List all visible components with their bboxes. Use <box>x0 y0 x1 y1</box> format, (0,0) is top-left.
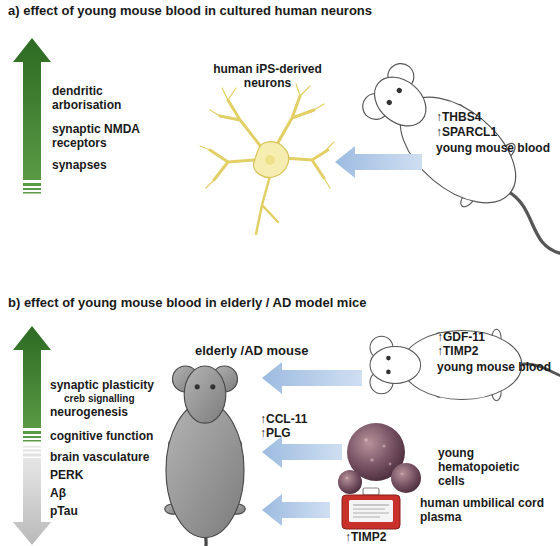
hematopoietic-cells-illustration <box>391 463 421 493</box>
factor-label: ↑TIMP2 <box>437 344 478 358</box>
plasma-bag-illustration <box>353 509 385 510</box>
block-arrow <box>262 494 330 526</box>
illustration-label: human umbilical cord plasma <box>420 496 550 524</box>
decrease-arrow <box>23 454 41 457</box>
neuron-illustration <box>256 176 278 234</box>
plasma-bag-illustration <box>353 517 380 518</box>
effect-label: neurogenesis <box>50 405 128 419</box>
plasma-bag-illustration <box>353 513 389 514</box>
young-mouse-illustration <box>370 329 560 400</box>
increase-arrow <box>23 192 41 194</box>
factor-label: ↑PLG <box>260 426 291 440</box>
neuron-illustration <box>200 84 334 188</box>
neuron-illustration <box>200 84 334 234</box>
illustration-label: young mouse blood <box>437 360 551 374</box>
young-mouse-illustration <box>352 52 560 274</box>
increase-arrow <box>23 436 41 438</box>
block-arrow <box>262 362 362 394</box>
increase-arrow <box>23 183 41 186</box>
illustration-label: elderly /AD mouse <box>195 344 308 358</box>
illustration-label: human iPS-derived neurons <box>200 62 335 90</box>
elderly-mouse-group: elderly /AD mouse↑CCL-11↑PLG <box>165 342 262 546</box>
plasma-bag-illustration <box>363 488 379 495</box>
neuron-group: human iPS-derived neurons <box>200 60 335 232</box>
hematopoietic-cells-illustration <box>346 477 348 479</box>
increase-arrow <box>13 326 51 442</box>
panel-heading: b) effect of young mouse blood in elderl… <box>8 296 367 310</box>
effect-label: cognitive function <box>50 429 153 443</box>
effect-label: brain vasculature <box>50 450 149 464</box>
plasma-bag-illustration <box>353 505 389 506</box>
neuron-illustration <box>210 150 254 180</box>
effect-label: synaptic NMDA receptors <box>52 122 152 150</box>
hematopoietic-cells-illustration <box>338 470 362 494</box>
increase-arrow <box>13 38 51 180</box>
effect-label: synapses <box>52 158 107 172</box>
effect-label: dendritic arborisation <box>52 84 132 112</box>
factor-label: ↑SPARCL1 <box>436 125 497 139</box>
increase-arrow <box>23 188 41 190</box>
increase-arrow <box>13 38 51 194</box>
elderly-mouse-illustration <box>165 366 246 546</box>
neuron-illustration <box>220 100 262 148</box>
effect-label: pTau <box>50 504 78 518</box>
plasma-bag-illustration <box>342 495 400 529</box>
decrease-arrow <box>23 446 41 448</box>
factor-label: ↑GDF-11 <box>437 330 485 344</box>
neuron-illustration <box>254 142 289 178</box>
decrease-arrow <box>13 458 51 545</box>
hematopoietic-cells-illustration <box>338 423 421 494</box>
effect-label: PERK <box>50 468 83 482</box>
hematopoietic-cells-illustration <box>401 473 404 476</box>
decrease-arrow <box>23 450 41 452</box>
hematopoietic-cell-group: young hematopoietic cells <box>342 416 552 490</box>
factor-label: ↑CCL-11 <box>260 412 307 426</box>
plasma-bag-illustration <box>342 488 400 529</box>
cord-plasma-group: human umbilical cord plasma ↑TIMP2 <box>330 494 552 546</box>
young-mouse-group: ↑GDF-11↑TIMP2 young mouse blood <box>362 322 552 400</box>
increase-arrow <box>23 440 41 442</box>
illustration-label: young hematopoietic cells <box>438 446 533 488</box>
increase-arrow <box>13 326 51 428</box>
pathway-label: creb signalling <box>64 392 135 406</box>
neuron-illustration <box>276 96 314 146</box>
neuron-illustration <box>265 155 275 165</box>
effect-label: synaptic plasticity <box>50 378 154 392</box>
factor-label: ↑TIMP2 <box>345 530 386 544</box>
illustration-label: young mouse blood <box>436 141 550 155</box>
hematopoietic-cells-illustration <box>382 444 385 447</box>
plasma-bag-illustration <box>349 500 393 522</box>
factor-label: ↑THBS4 <box>436 110 481 124</box>
hematopoietic-cells-illustration <box>364 438 368 442</box>
hematopoietic-cells-illustration <box>389 463 392 466</box>
block-arrow <box>262 436 342 468</box>
neuron-illustration <box>284 150 328 178</box>
hematopoietic-cells-illustration <box>370 458 374 462</box>
panel-heading: a) effect of young mouse blood in cultur… <box>8 4 372 18</box>
decrease-arrow <box>13 446 51 545</box>
increase-arrow <box>23 431 41 434</box>
effect-label: Aβ <box>50 486 66 500</box>
young-mouse-group: ↑THBS4↑SPARCL1 young mouse blood <box>422 104 552 170</box>
block-arrow <box>335 146 422 178</box>
